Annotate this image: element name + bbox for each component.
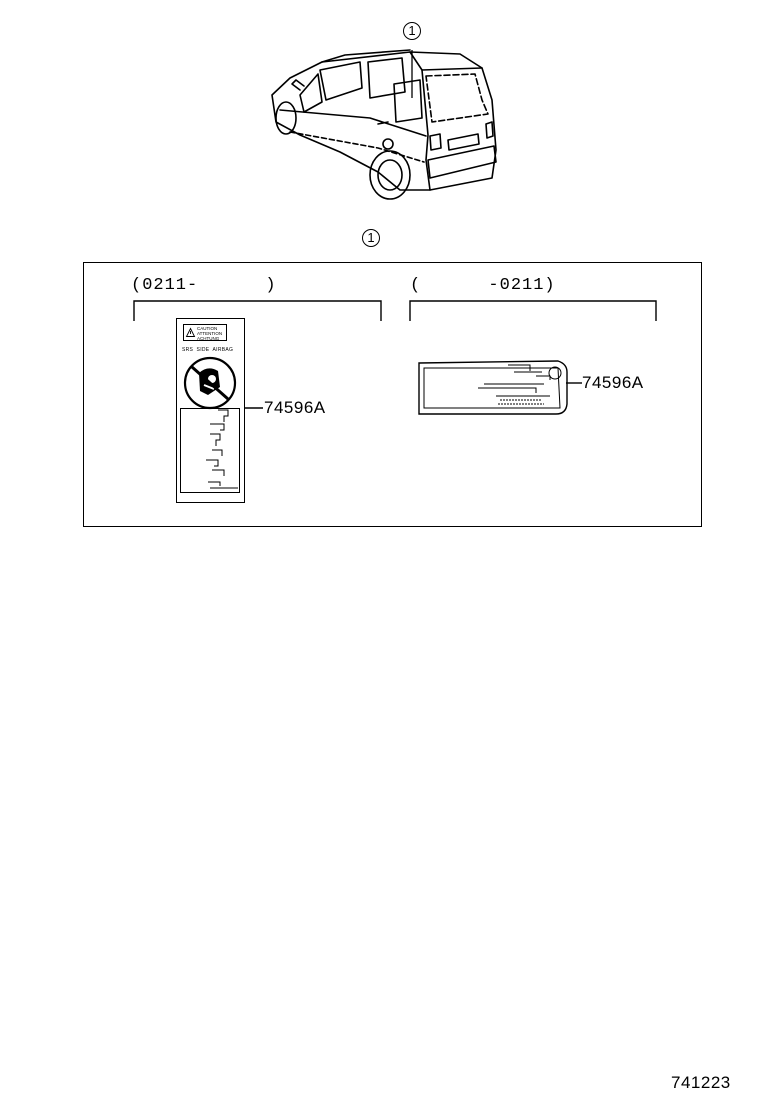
warning-triangle-icon (185, 327, 196, 337)
caution-label-horizontal (418, 360, 568, 415)
left-variant-range-label: (0211- ) (131, 276, 277, 295)
detail-panel (83, 262, 702, 527)
van-rear-view-icon (271, 49, 497, 200)
right-variant-range-label: ( -0211) (410, 276, 556, 295)
left-part-number: 74596A (264, 398, 326, 417)
caution-header-text: CAUTION ATTENTION ACHTUNG (197, 326, 223, 341)
right-part-number: 74596A (582, 373, 644, 392)
caution-label-vertical: CAUTION ATTENTION ACHTUNG SRS SIDE AIRBA… (176, 318, 245, 503)
caution-header: CAUTION ATTENTION ACHTUNG (183, 324, 227, 341)
caution-text-lines (206, 409, 238, 489)
left-part-leader-line (245, 407, 263, 409)
detail-callout: 1 (362, 229, 380, 247)
no-child-seat-icon (183, 356, 237, 410)
caution-text-area (180, 408, 240, 493)
right-variant-bracket (409, 300, 657, 321)
vehicle-illustration (260, 40, 510, 210)
caution-subtitle: SRS SIDE AIRBAG (182, 347, 234, 353)
right-part-leader-line (566, 382, 582, 384)
overview-callout: 1 (403, 22, 421, 40)
left-variant-bracket (133, 300, 382, 321)
diagram-id: 741223 (671, 1073, 731, 1092)
